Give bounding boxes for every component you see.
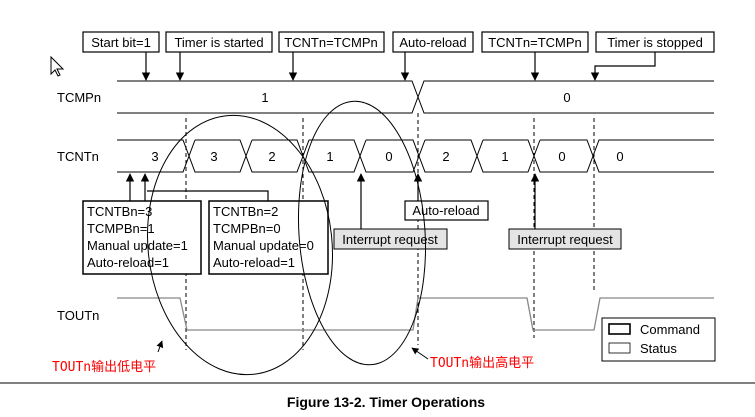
tcnt-value: 0	[616, 149, 623, 164]
command-tcnt-equals-tcmp-2: TCNTn=TCMPn	[481, 31, 589, 53]
interrupt-request-2: Interrupt request	[508, 173, 622, 250]
svg-text:Manual update=0: Manual update=0	[213, 238, 314, 253]
signal-label-tcmp: TCMPn	[57, 90, 101, 105]
command-start-bit: Start bit=1	[82, 31, 160, 53]
status-box-2: TCNTBn=2 TCMPBn=0 Manual update=0 Auto-r…	[208, 200, 329, 275]
tcnt-value: 0	[385, 149, 392, 164]
tcnt-value: 1	[326, 149, 333, 164]
tcnt-value: 0	[558, 149, 565, 164]
svg-text:Timer is stopped: Timer is stopped	[607, 35, 703, 50]
command-tcnt-equals-tcmp-1: TCNTn=TCMPn	[278, 31, 385, 53]
tcnt-value: 3	[210, 149, 217, 164]
svg-text:TCMPBn=0: TCMPBn=0	[213, 221, 281, 236]
tcnt-value: 2	[442, 149, 449, 164]
svg-text:Manual update=1: Manual update=1	[87, 238, 188, 253]
tcnt-value: 2	[268, 149, 275, 164]
signal-label-tout: TOUTn	[57, 308, 99, 323]
svg-text:TCNTn=TCMPn: TCNTn=TCMPn	[284, 35, 378, 50]
legend: Command Status	[601, 317, 716, 362]
tout-waveform	[117, 297, 714, 331]
interrupt-request-1: Interrupt request	[333, 173, 448, 250]
status-arrows	[125, 173, 269, 201]
auto-reload-status: Auto-reload	[404, 173, 489, 221]
svg-text:Auto-reload: Auto-reload	[412, 203, 479, 218]
command-timer-started: Timer is started	[165, 31, 273, 53]
annotation-arrow-low	[156, 340, 164, 353]
tcnt-value: 3	[151, 149, 158, 164]
status-box-1: TCNTBn=3 TCMPBn=1 Manual update=1 Auto-r…	[82, 200, 202, 275]
legend-command-swatch	[608, 323, 631, 335]
annotation-tout-low: TOUTn输出低电平	[52, 359, 156, 375]
legend-status-swatch	[608, 342, 631, 354]
ellipse-low-region	[147, 114, 333, 376]
svg-text:Auto-reload=1: Auto-reload=1	[213, 255, 295, 270]
signal-label-tcnt: TCNTn	[57, 149, 99, 164]
tcnt-value: 1	[501, 149, 508, 164]
command-auto-reload: Auto-reload	[392, 31, 474, 53]
legend-command-label: Command	[640, 322, 700, 337]
svg-text:Interrupt request: Interrupt request	[517, 232, 613, 247]
svg-text:Auto-reload=1: Auto-reload=1	[87, 255, 169, 270]
svg-text:Start bit=1: Start bit=1	[91, 35, 151, 50]
arrow-pointer-icon	[50, 55, 65, 77]
figure-caption: Figure 13-2. Timer Operations	[287, 394, 485, 410]
svg-text:TCNTn=TCMPn: TCNTn=TCMPn	[488, 35, 582, 50]
command-timer-stopped: Timer is stopped	[595, 31, 715, 53]
command-arrows	[141, 52, 656, 81]
svg-text:Auto-reload: Auto-reload	[399, 35, 466, 50]
tcnt-values: 3 3 2 1 0 2 1 0 0	[151, 149, 623, 164]
tcmp-value-1: 1	[261, 90, 268, 105]
svg-text:TCMPBn=1: TCMPBn=1	[87, 221, 155, 236]
svg-text:TCNTBn=3: TCNTBn=3	[87, 204, 152, 219]
annotation-tout-high: TOUTn输出高电平	[430, 355, 534, 371]
tcnt-bus	[117, 139, 714, 173]
legend-status-label: Status	[640, 341, 677, 356]
svg-text:Timer is started: Timer is started	[174, 35, 263, 50]
svg-text:TCNTBn=2: TCNTBn=2	[213, 204, 278, 219]
tcmp-value-0: 0	[563, 90, 570, 105]
tcmp-bus	[117, 80, 714, 114]
svg-text:Interrupt request: Interrupt request	[342, 232, 438, 247]
ellipse-high-region	[297, 100, 427, 366]
annotation-arrow-high	[411, 347, 429, 360]
